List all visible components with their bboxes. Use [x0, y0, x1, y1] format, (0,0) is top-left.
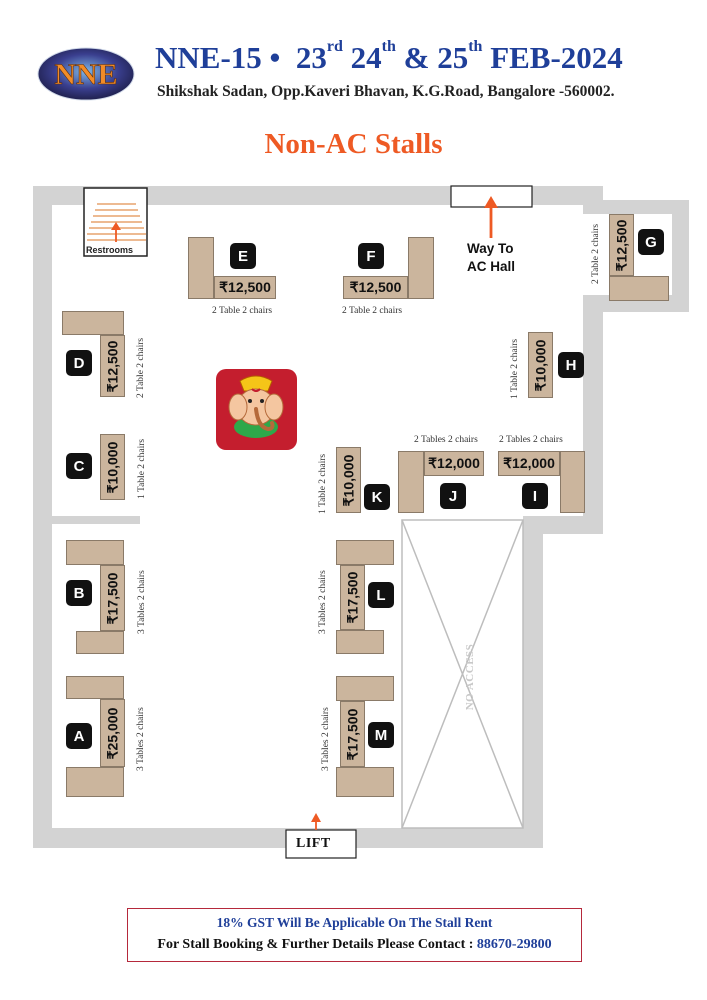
stall-price: ₹17,500: [100, 565, 125, 631]
stall-id-badge: B: [66, 580, 92, 606]
contact-text: For Stall Booking & Further Details Plea…: [157, 937, 474, 952]
stall-id-badge: A: [66, 723, 92, 749]
table: [66, 676, 124, 699]
no-access-label: NO ACCESS: [464, 643, 476, 711]
stall-table-note: 2 Table 2 chairs: [591, 223, 601, 284]
stall-table-note: 3 Tables 2 chairs: [136, 707, 146, 771]
stall-price: ₹12,500: [343, 276, 408, 299]
stall-price: ₹10,000: [528, 332, 553, 398]
stall-table-note: 2 Table 2 chairs: [342, 306, 403, 316]
contact-phone[interactable]: 88670-29800: [476, 937, 552, 952]
table: [62, 311, 124, 335]
table: [609, 276, 669, 301]
table: [336, 630, 384, 654]
footer-box: 18% GST Will Be Applicable On The Stall …: [127, 908, 582, 962]
stall-id-badge: G: [638, 229, 664, 255]
table: [336, 767, 394, 797]
stall-table-note: 2 Tables 2 chairs: [414, 435, 478, 445]
lift-label: LIFT: [296, 836, 331, 851]
table: [76, 631, 124, 654]
date-suffix-2: th: [381, 38, 396, 55]
stall-price: ₹17,500: [340, 565, 365, 630]
stall-id-badge: J: [440, 483, 466, 509]
table: [398, 451, 424, 513]
stall-price: ₹12,000: [498, 451, 560, 476]
logo-text: NNE: [54, 58, 117, 91]
table: [66, 767, 124, 797]
stall-table-note: 2 Tables 2 chairs: [499, 435, 563, 445]
ganesha-icon: [216, 369, 297, 450]
date-month-year: FEB-2024: [490, 40, 623, 75]
table: [336, 540, 394, 565]
stall-table-note: 2 Table 2 chairs: [212, 306, 273, 316]
stall-id-badge: H: [558, 352, 584, 378]
stall-id-badge: E: [230, 243, 256, 269]
stall-price: ₹12,500: [214, 276, 276, 299]
stall-price: ₹12,500: [100, 335, 125, 397]
stall-table-note: 1 Table 2 chairs: [510, 338, 520, 399]
stall-table-note: 3 Tables 2 chairs: [137, 570, 147, 634]
date-day-1: 23: [295, 40, 327, 75]
floor-plan: Restrooms Way To AC Hall LIFT NO ACCESS …: [33, 185, 689, 859]
stall-price: ₹10,000: [336, 447, 361, 513]
table: [408, 237, 434, 299]
table: [560, 451, 585, 513]
stall-table-note: 3 Tables 2 chairs: [321, 707, 331, 771]
floor-walls: [33, 185, 689, 859]
table: [336, 676, 394, 701]
stall-id-badge: C: [66, 453, 92, 479]
gst-notice: 18% GST Will Be Applicable On The Stall …: [216, 915, 493, 930]
table: [188, 237, 214, 299]
event-title: NNE-15 • 23rd 24th & 25th FEB-2024: [155, 38, 623, 76]
table: [66, 540, 124, 565]
stall-price: ₹12,000: [424, 451, 484, 476]
stall-id-badge: D: [66, 350, 92, 376]
stall-id-badge: K: [364, 484, 390, 510]
restrooms-label: Restrooms: [86, 245, 134, 255]
date-suffix-1: rd: [326, 38, 343, 55]
stall-id-badge: I: [522, 483, 548, 509]
stall-table-note: 2 Table 2 chairs: [136, 337, 146, 398]
stall-table-note: 1 Table 2 chairs: [318, 453, 328, 514]
stall-table-note: 3 Tables 2 chairs: [318, 570, 328, 634]
stall-id-badge: M: [368, 722, 394, 748]
ac-hall-label: AC Hall: [467, 259, 516, 274]
contact-line: For Stall Booking & Further Details Plea…: [128, 937, 581, 953]
stall-price: ₹25,000: [100, 699, 125, 767]
date-day-3: 25: [437, 40, 469, 75]
venue-address: Shikshak Sadan, Opp.Kaveri Bhavan, K.G.R…: [157, 83, 615, 100]
event-name: NNE-15 •: [155, 40, 281, 75]
date-amp: &: [403, 40, 430, 75]
nne-logo: NNE: [36, 46, 136, 102]
way-to-label: Way To: [467, 241, 514, 256]
stall-id-badge: L: [368, 582, 394, 608]
date-suffix-3: th: [468, 38, 483, 55]
date-day-2: 24: [350, 40, 382, 75]
stall-id-badge: F: [358, 243, 384, 269]
stall-price: ₹12,500: [609, 214, 634, 276]
stall-price: ₹17,500: [340, 701, 365, 767]
stall-price: ₹10,000: [100, 434, 125, 500]
page-heading: Non-AC Stalls: [264, 128, 443, 160]
stall-table-note: 1 Table 2 chairs: [137, 438, 147, 499]
